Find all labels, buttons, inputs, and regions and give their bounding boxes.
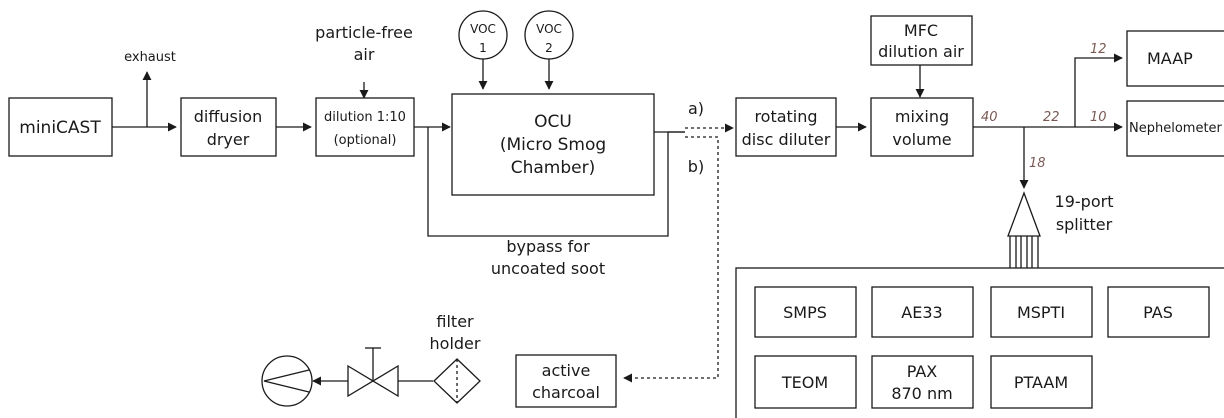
ocu-label-2: (Micro Smog [500, 135, 606, 155]
voc2-node: VOC 2 [524, 10, 574, 60]
instrument-mspti-label: MSPTI [1017, 303, 1065, 322]
ocu-label-1: OCU [534, 112, 572, 132]
voc1-node: VOC 1 [458, 10, 508, 60]
active-charcoal-label-2: charcoal [532, 383, 600, 402]
valve-icon [347, 347, 399, 398]
path-a-label: a) [688, 99, 704, 118]
line-to-maap [1074, 53, 1123, 127]
ocu-label-3: Chamber) [511, 158, 596, 178]
particle-free-air-label-1: particle-free [315, 23, 413, 42]
rotating-disc-diluter-label-2: disc diluter [742, 130, 831, 149]
dilution-label-1: dilution 1:10 [324, 110, 406, 125]
instrument-ae33-label: AE33 [901, 303, 942, 322]
pump-icon [261, 355, 313, 407]
nephelometer-node: Nephelometer [1126, 100, 1224, 157]
instrument-pas-label: PAS [1143, 303, 1173, 322]
flow-rate-main-line: 22 [1043, 110, 1060, 125]
mixing-volume-label-1: mixing [895, 107, 949, 126]
line-path-b [623, 136, 719, 383]
instrument-ptaam-label: PTAAM [1014, 373, 1068, 392]
flow-rate-maap: 12 [1090, 42, 1107, 57]
dilution-label-2: (optional) [334, 133, 397, 148]
voc1-label-2: 1 [479, 41, 487, 55]
instrument-ae33: AE33 [871, 286, 974, 338]
voc2-label-2: 2 [545, 41, 553, 55]
active-charcoal-node: active charcoal [515, 354, 617, 408]
mfc-label-2: dilution air [878, 42, 964, 61]
exhaust-label: exhaust [124, 50, 176, 65]
instrument-pax-label-1: PAX [907, 362, 938, 381]
connections [112, 53, 1123, 386]
filter-holder-label-1: filter [436, 312, 474, 331]
instrument-smps-label: SMPS [783, 303, 827, 322]
filter-holder-label-2: holder [430, 334, 481, 353]
instrument-grid: SMPS AE33 MSPTI PAS TEOM PAX 870 nm PTAA… [754, 286, 1210, 409]
flow-rate-splitter: 18 [1029, 156, 1046, 171]
diffusion-dryer-label-1: diffusion [194, 107, 262, 126]
diffusion-dryer-node: diffusion dryer [180, 97, 277, 157]
minicast-label: miniCAST [19, 118, 101, 138]
nephelometer-label: Nephelometer [1129, 121, 1223, 136]
mixing-volume-node: mixing volume [870, 97, 974, 157]
diffusion-dryer-label-2: dryer [207, 130, 250, 149]
flow-rates: 40 22 12 10 18 [981, 42, 1107, 171]
instrument-pas: PAS [1107, 286, 1210, 338]
instrument-pax-label-2: 870 nm [891, 384, 952, 403]
instrument-teom: TEOM [754, 355, 857, 409]
flow-rate-mixing-out: 40 [981, 110, 998, 125]
maap-node: MAAP [1126, 30, 1224, 87]
instrument-smps: SMPS [754, 286, 857, 338]
splitter-label-1: 19-port [1055, 192, 1114, 211]
minicast-node: miniCAST [8, 97, 113, 157]
flow-rate-nephelometer: 10 [1090, 110, 1107, 125]
bypass-label-2: uncoated soot [491, 259, 605, 278]
instrument-ptaam: PTAAM [990, 355, 1093, 409]
mfc-dilution-air-node: MFC dilution air [870, 15, 973, 66]
bypass-label-1: bypass for [506, 237, 590, 256]
maap-label: MAAP [1147, 49, 1193, 68]
instrument-mspti: MSPTI [990, 286, 1093, 338]
particle-free-air-label-2: air [354, 45, 375, 64]
splitter-node [1007, 191, 1041, 268]
mixing-volume-label-2: volume [892, 130, 951, 149]
instrument-pax: PAX 870 nm [871, 355, 974, 409]
filter-icon [433, 358, 481, 404]
dilution-node: dilution 1:10 (optional) [315, 97, 415, 157]
instrument-teom-label: TEOM [781, 373, 828, 392]
mfc-label-1: MFC [904, 21, 938, 40]
rotating-disc-diluter-node: rotating disc diluter [735, 97, 837, 157]
voc2-label-1: VOC [536, 22, 562, 36]
splitter-label-2: splitter [1056, 215, 1113, 234]
active-charcoal-label-1: active [542, 361, 591, 380]
ocu-node: OCU (Micro Smog Chamber) [451, 93, 655, 196]
path-b-label: b) [688, 157, 704, 176]
voc1-label-1: VOC [470, 22, 496, 36]
rotating-disc-diluter-label-1: rotating [754, 107, 817, 126]
